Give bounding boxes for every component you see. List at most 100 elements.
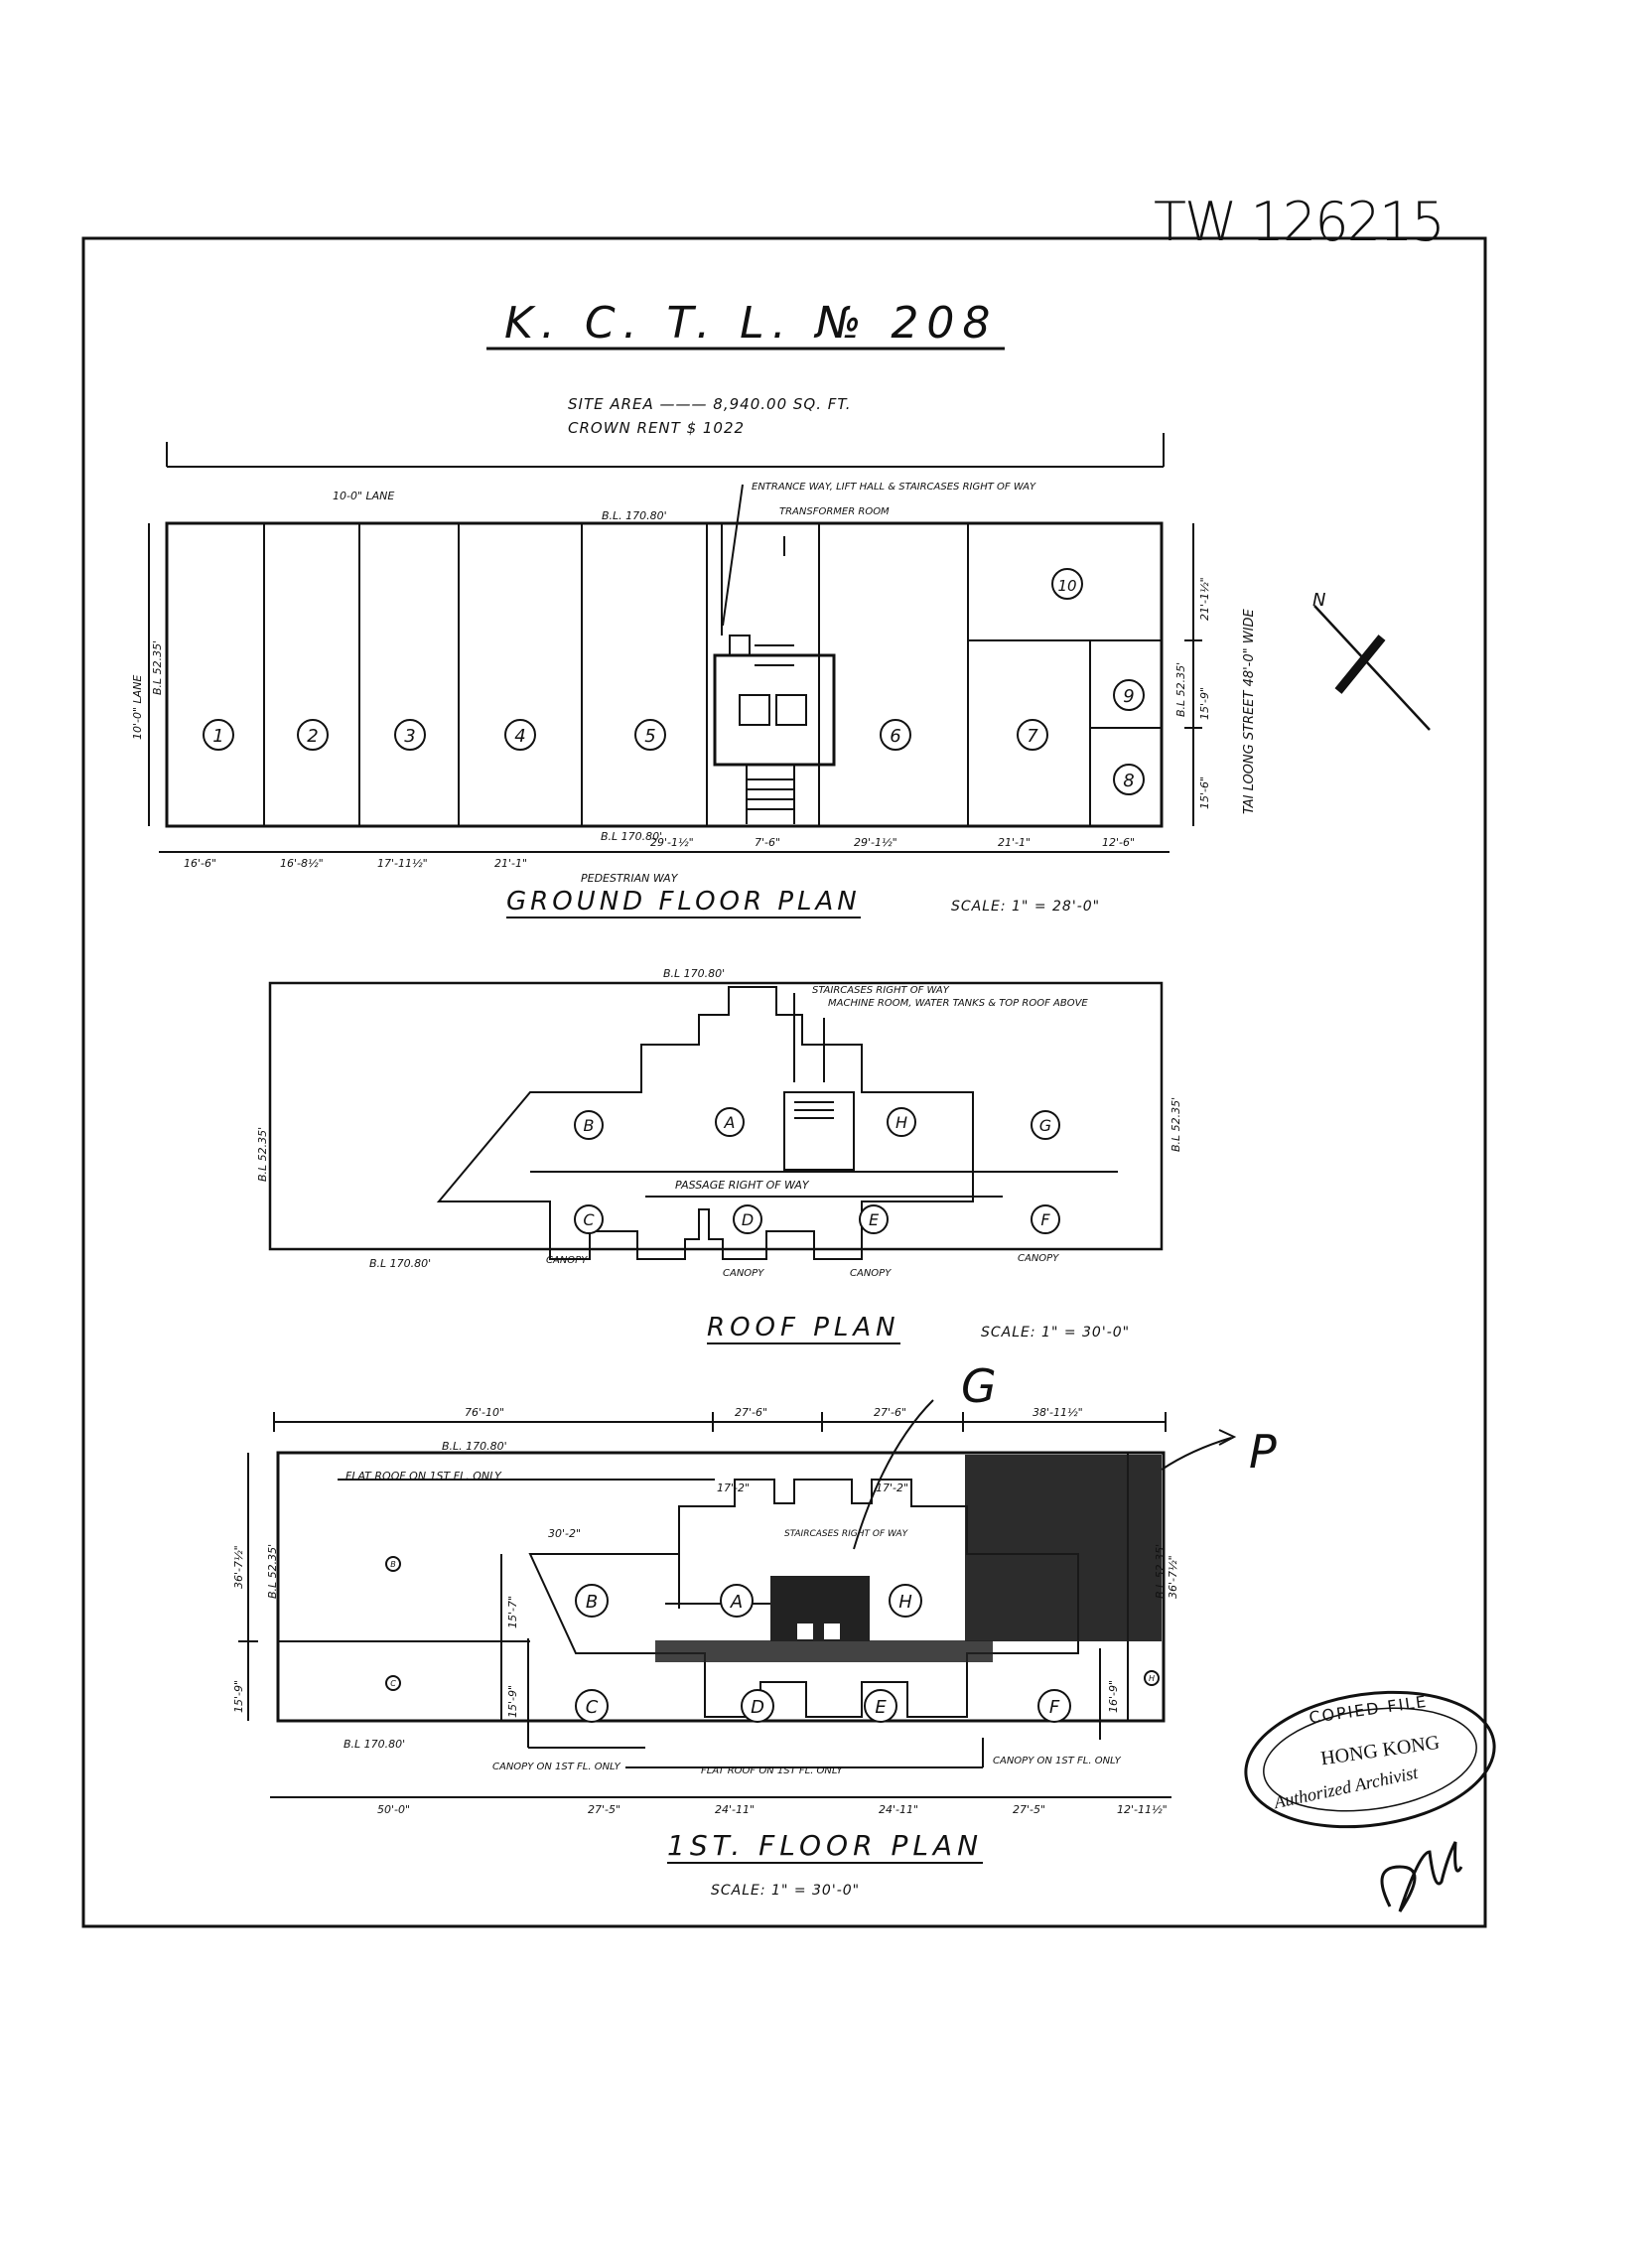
first-canopy-right: CANOPY ON 1ST FL. ONLY xyxy=(993,1756,1122,1766)
roof-unit-a: A xyxy=(724,1113,736,1132)
first-small-marks: B C H xyxy=(390,1560,1155,1688)
ground-floor-scale: SCALE: 1" = 28'-0" xyxy=(951,899,1101,915)
ground-bl-top: B.L. 170.80' xyxy=(602,509,667,522)
ground-street: TAI LOONG STREET 48'-0" WIDE xyxy=(1242,609,1257,814)
drawing-title: K. C. T. L. № 208 xyxy=(504,298,999,349)
lot-8: 8 xyxy=(1123,771,1134,791)
roof-canopy-4: CANOPY xyxy=(1018,1253,1059,1264)
first-unit-b: B xyxy=(586,1592,598,1613)
lot-3: 3 xyxy=(404,726,415,747)
roof-canopy-1: CANOPY xyxy=(546,1255,588,1266)
first-unit-c: C xyxy=(586,1697,599,1718)
reference-number: TW 126215 xyxy=(1154,191,1446,253)
first-unit-f: F xyxy=(1049,1697,1060,1718)
first-dim-top-1: 76'-10" xyxy=(465,1406,504,1419)
first-bl-top: B.L. 170.80' xyxy=(442,1440,507,1453)
ground-dim-r3: 15'-6" xyxy=(1198,777,1211,809)
ground-dim-2: 16'-8½" xyxy=(280,857,324,870)
roof-bl-left: B.L 52.35' xyxy=(256,1127,269,1182)
first-dim-bottom-1: 50'-0" xyxy=(377,1803,410,1816)
first-dim-top-4: 38'-11½" xyxy=(1032,1406,1083,1419)
first-stairs: STAIRCASES RIGHT OF WAY xyxy=(784,1529,909,1539)
ground-note-entrance: ENTRANCE WAY, LIFT HALL & STAIRCASES RIG… xyxy=(752,482,1036,493)
roof-unit-e: E xyxy=(869,1210,880,1229)
roof-canopy-2: CANOPY xyxy=(723,1268,764,1279)
lot-7: 7 xyxy=(1027,726,1038,747)
ground-bl-left: B.L 52.35' xyxy=(151,640,164,695)
first-dim-top-2: 27'-6" xyxy=(735,1406,767,1419)
roof-plan-scale: SCALE: 1" = 30'-0" xyxy=(981,1325,1131,1341)
roof-unit-markers xyxy=(574,1107,1060,1234)
ground-dim-9: 12'-6" xyxy=(1102,836,1135,849)
roof-unit-h: H xyxy=(895,1113,907,1132)
first-mark-c: C xyxy=(390,1679,396,1688)
first-floor-heading: 1ST. FLOOR PLAN xyxy=(667,1829,984,1864)
crown-rent: CROWN RENT $ 1022 xyxy=(568,419,746,437)
first-flat-roof: FLAT ROOF ON 1ST FL. ONLY xyxy=(345,1470,502,1482)
first-unit-markers xyxy=(385,1556,1160,1723)
first-hatched-area xyxy=(965,1455,1162,1641)
ground-pedestrian: PEDESTRIAN WAY xyxy=(581,872,679,885)
roof-unit-d: D xyxy=(742,1210,754,1229)
roof-bl-top: B.L 170.80' xyxy=(663,967,725,980)
ground-bl-bottom: B.L 170.80' xyxy=(601,830,662,843)
lot-4: 4 xyxy=(514,726,525,747)
roof-unit-g: G xyxy=(1039,1116,1051,1135)
lot-10: 10 xyxy=(1057,577,1076,595)
ground-dim-1: 16'-6" xyxy=(184,857,216,870)
roof-building-outline xyxy=(436,986,974,1260)
first-unit-d: D xyxy=(751,1697,764,1718)
ground-dim-4: 21'-1" xyxy=(494,857,527,870)
ground-dim-3: 17'-11½" xyxy=(377,857,428,870)
ground-labels: 10-0" LANE B.L. 170.80' B.L 170.80' PEDE… xyxy=(131,482,1325,885)
first-sub-dim-5: 15'-9" xyxy=(506,1685,519,1718)
first-canopy-left: CANOPY ON 1ST FL. ONLY xyxy=(492,1762,621,1772)
first-dim-bottom-6: 12'-11½" xyxy=(1117,1803,1168,1816)
ground-dim-r2: 15'-9" xyxy=(1198,687,1211,720)
first-floor-outline xyxy=(276,1451,1166,1723)
first-bl-bottom: B.L 170.80' xyxy=(344,1738,405,1751)
sheet-border xyxy=(81,236,1487,1928)
lot-5: 5 xyxy=(644,726,655,747)
first-sub-dim-1: 30'-2" xyxy=(548,1527,581,1540)
ground-plan-outline xyxy=(165,521,1164,828)
roof-unit-b: B xyxy=(584,1116,595,1135)
site-area: SITE AREA ——— 8,940.00 SQ. FT. xyxy=(568,395,852,413)
ground-lot-markers xyxy=(203,568,1145,795)
first-labels: 76'-10" 27'-6" 27'-6" 38'-11½" B.L. 170.… xyxy=(232,1406,1179,1816)
first-dim-left-2: 15'-9" xyxy=(232,1680,245,1713)
lot-1: 1 xyxy=(212,726,223,747)
roof-labels: B.L 170.80' B.L 170.80' B.L 52.35' B.L 5… xyxy=(256,967,1182,1279)
first-dim-bottom-5: 27'-5" xyxy=(1013,1803,1045,1816)
ground-floor-heading: GROUND FLOOR PLAN xyxy=(506,887,861,918)
lot-2: 2 xyxy=(307,726,318,747)
first-flat-roof-2: FLAT ROOF ON 1ST FL. ONLY xyxy=(701,1765,844,1776)
annotation-p: P xyxy=(1249,1425,1277,1479)
ground-bl-right: B.L 52.35' xyxy=(1174,662,1187,717)
first-dim-bottom-3: 24'-11" xyxy=(715,1803,755,1816)
first-unit-e: E xyxy=(875,1697,887,1718)
roof-bl-bottom: B.L 170.80' xyxy=(369,1257,431,1270)
roof-plan-outline xyxy=(268,981,1164,1251)
ground-note-transformer: TRANSFORMER ROOM xyxy=(779,506,890,517)
ground-dim-7: 29'-1½" xyxy=(854,836,897,849)
first-dim-left-1: 36'-7½" xyxy=(232,1545,245,1589)
north-label: N xyxy=(1312,590,1325,611)
lot-6: 6 xyxy=(890,726,900,747)
first-mark-h: H xyxy=(1149,1674,1155,1683)
ground-lane-top: 10-0" LANE xyxy=(333,490,394,502)
first-sub-dim-6: 16'-9" xyxy=(1107,1680,1120,1713)
roof-plan-heading: ROOF PLAN xyxy=(707,1313,900,1344)
first-dim-bottom-2: 27'-5" xyxy=(588,1803,620,1816)
ground-dim-r1: 21'-1½" xyxy=(1198,577,1211,621)
ground-dim-5: 29'-1½" xyxy=(650,836,694,849)
lot-9: 9 xyxy=(1123,686,1134,707)
roof-passage: PASSAGE RIGHT OF WAY xyxy=(675,1179,810,1192)
first-floor-scale: SCALE: 1" = 30'-0" xyxy=(711,1883,861,1899)
first-dim-bottom-4: 24'-11" xyxy=(879,1803,918,1816)
first-sub-dim-4: 15'-7" xyxy=(506,1596,519,1628)
first-bl-left: B.L 52.35' xyxy=(266,1544,279,1599)
first-unit-h: H xyxy=(898,1592,912,1613)
first-bl-right: B.L 52.35' xyxy=(1154,1544,1167,1599)
